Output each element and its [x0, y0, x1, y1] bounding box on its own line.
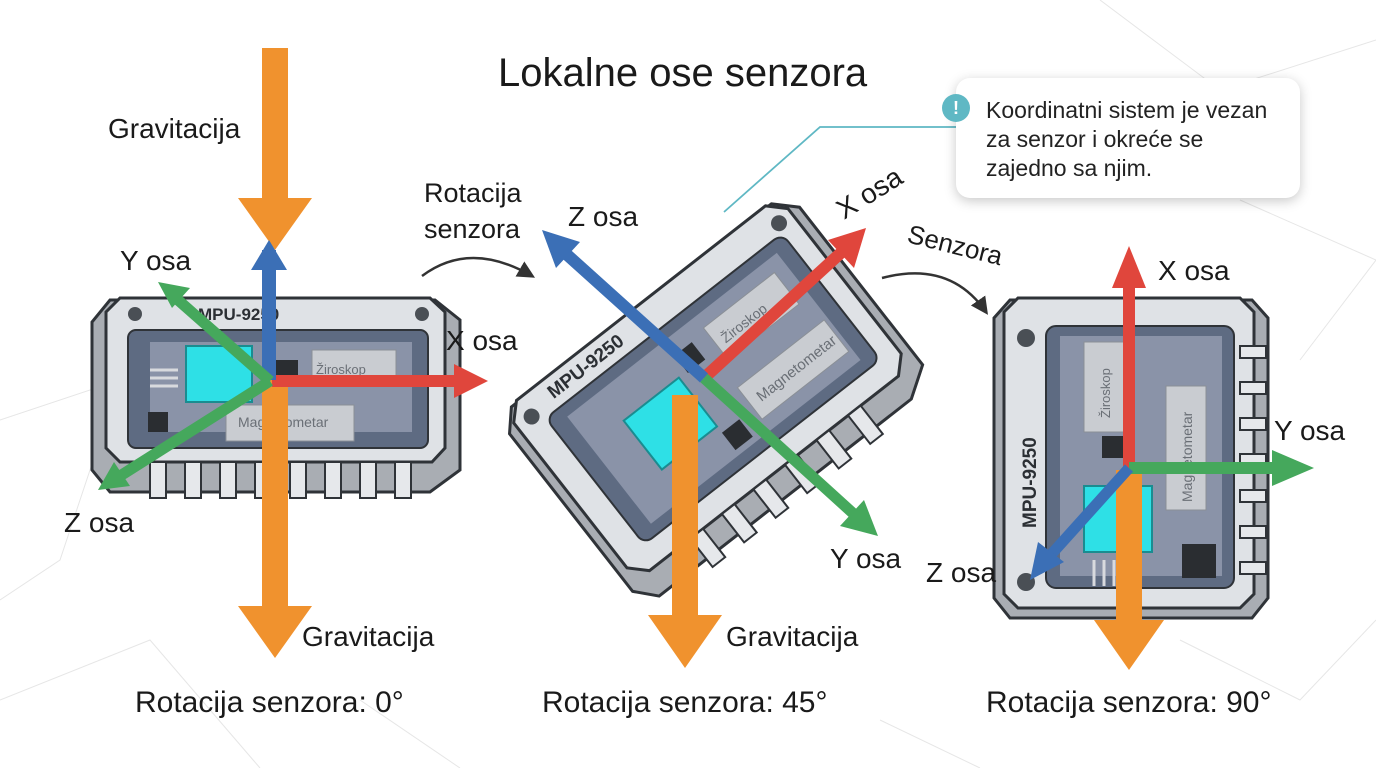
info-icon: !: [942, 94, 970, 122]
caption-2: Rotacija senzora: 45°: [542, 686, 827, 719]
transition-1-line2: senzora: [424, 214, 521, 244]
x-axis-label-1: X osa: [446, 325, 518, 356]
transition-1: Rotacija senzora: [421, 178, 536, 278]
y-axis-arrow-1: [158, 282, 274, 386]
gravity-arrow-top: [238, 48, 312, 250]
gravity-label-2: Gravitacija: [726, 621, 859, 652]
z-axis-arrow-1b: [98, 376, 273, 490]
x-axis-label-3: X osa: [1158, 255, 1230, 286]
z-axis-label-3: Z osa: [926, 557, 996, 588]
chip-label-3: MPU-9250: [1020, 437, 1041, 528]
z-axis-arrow-2: [542, 230, 709, 383]
diagram-title: Lokalne ose senzora: [498, 51, 868, 95]
panel-3: MPU-9250 Žiroskop Magnetometar X osa Y o…: [926, 246, 1346, 719]
z-axis-arrow-3: [1030, 464, 1134, 580]
transition-2-arrow: [881, 272, 988, 315]
transition-1-arrow: [421, 256, 536, 278]
x-axis-arrow-2: [699, 228, 866, 383]
panel-1: MPU-9250 Žiroskop Magnetometar Gravitaci…: [64, 48, 518, 719]
panel-2: MPU-9250 Žiroskop Magnetometar Z osa X o…: [507, 161, 925, 719]
gravity-label-bottom-1: Gravitacija: [302, 621, 435, 652]
callout-text: Koordinatni sistem je vezan za senzor i …: [986, 97, 1268, 181]
gravity-arrow-3: [1094, 470, 1164, 670]
gravity-arrow-bottom: [238, 380, 312, 658]
gravity-arrow-2: [648, 395, 722, 668]
transition-2-label: Senzora: [905, 219, 1007, 272]
z-axis-label-1: Z osa: [64, 507, 134, 538]
gravity-label-top-1: Gravitacija: [108, 113, 241, 144]
transition-2: Senzora: [881, 219, 1007, 315]
x-axis-arrow-1: [272, 364, 488, 398]
callout-leader-line: [723, 126, 956, 213]
mag-label-3: Magnetometar: [1179, 411, 1195, 502]
transition-1-line1: Rotacija: [424, 178, 523, 208]
y-axis-arrow-3: [1129, 450, 1314, 486]
gyro-label-3: Žiroskop: [1098, 368, 1113, 418]
z-axis-arrow-1: [251, 240, 287, 380]
y-axis-label-3: Y osa: [1274, 415, 1346, 446]
y-axis-label-1: Y osa: [120, 245, 192, 276]
y-axis-arrow-2: [700, 373, 878, 536]
caption-1: Rotacija senzora: 0°: [135, 686, 404, 719]
info-callout: ! Koordinatni sistem je vezan za senzor …: [942, 78, 1300, 198]
y-axis-label-2: Y osa: [830, 543, 902, 574]
x-axis-arrow-3: [1112, 246, 1146, 468]
gyro-label-1: Žiroskop: [316, 362, 366, 377]
chip-label-1: MPU-9250: [198, 305, 279, 324]
z-axis-label-2: Z osa: [568, 201, 638, 232]
caption-3: Rotacija senzora: 90°: [986, 686, 1271, 719]
x-axis-label-2: X osa: [831, 161, 909, 225]
